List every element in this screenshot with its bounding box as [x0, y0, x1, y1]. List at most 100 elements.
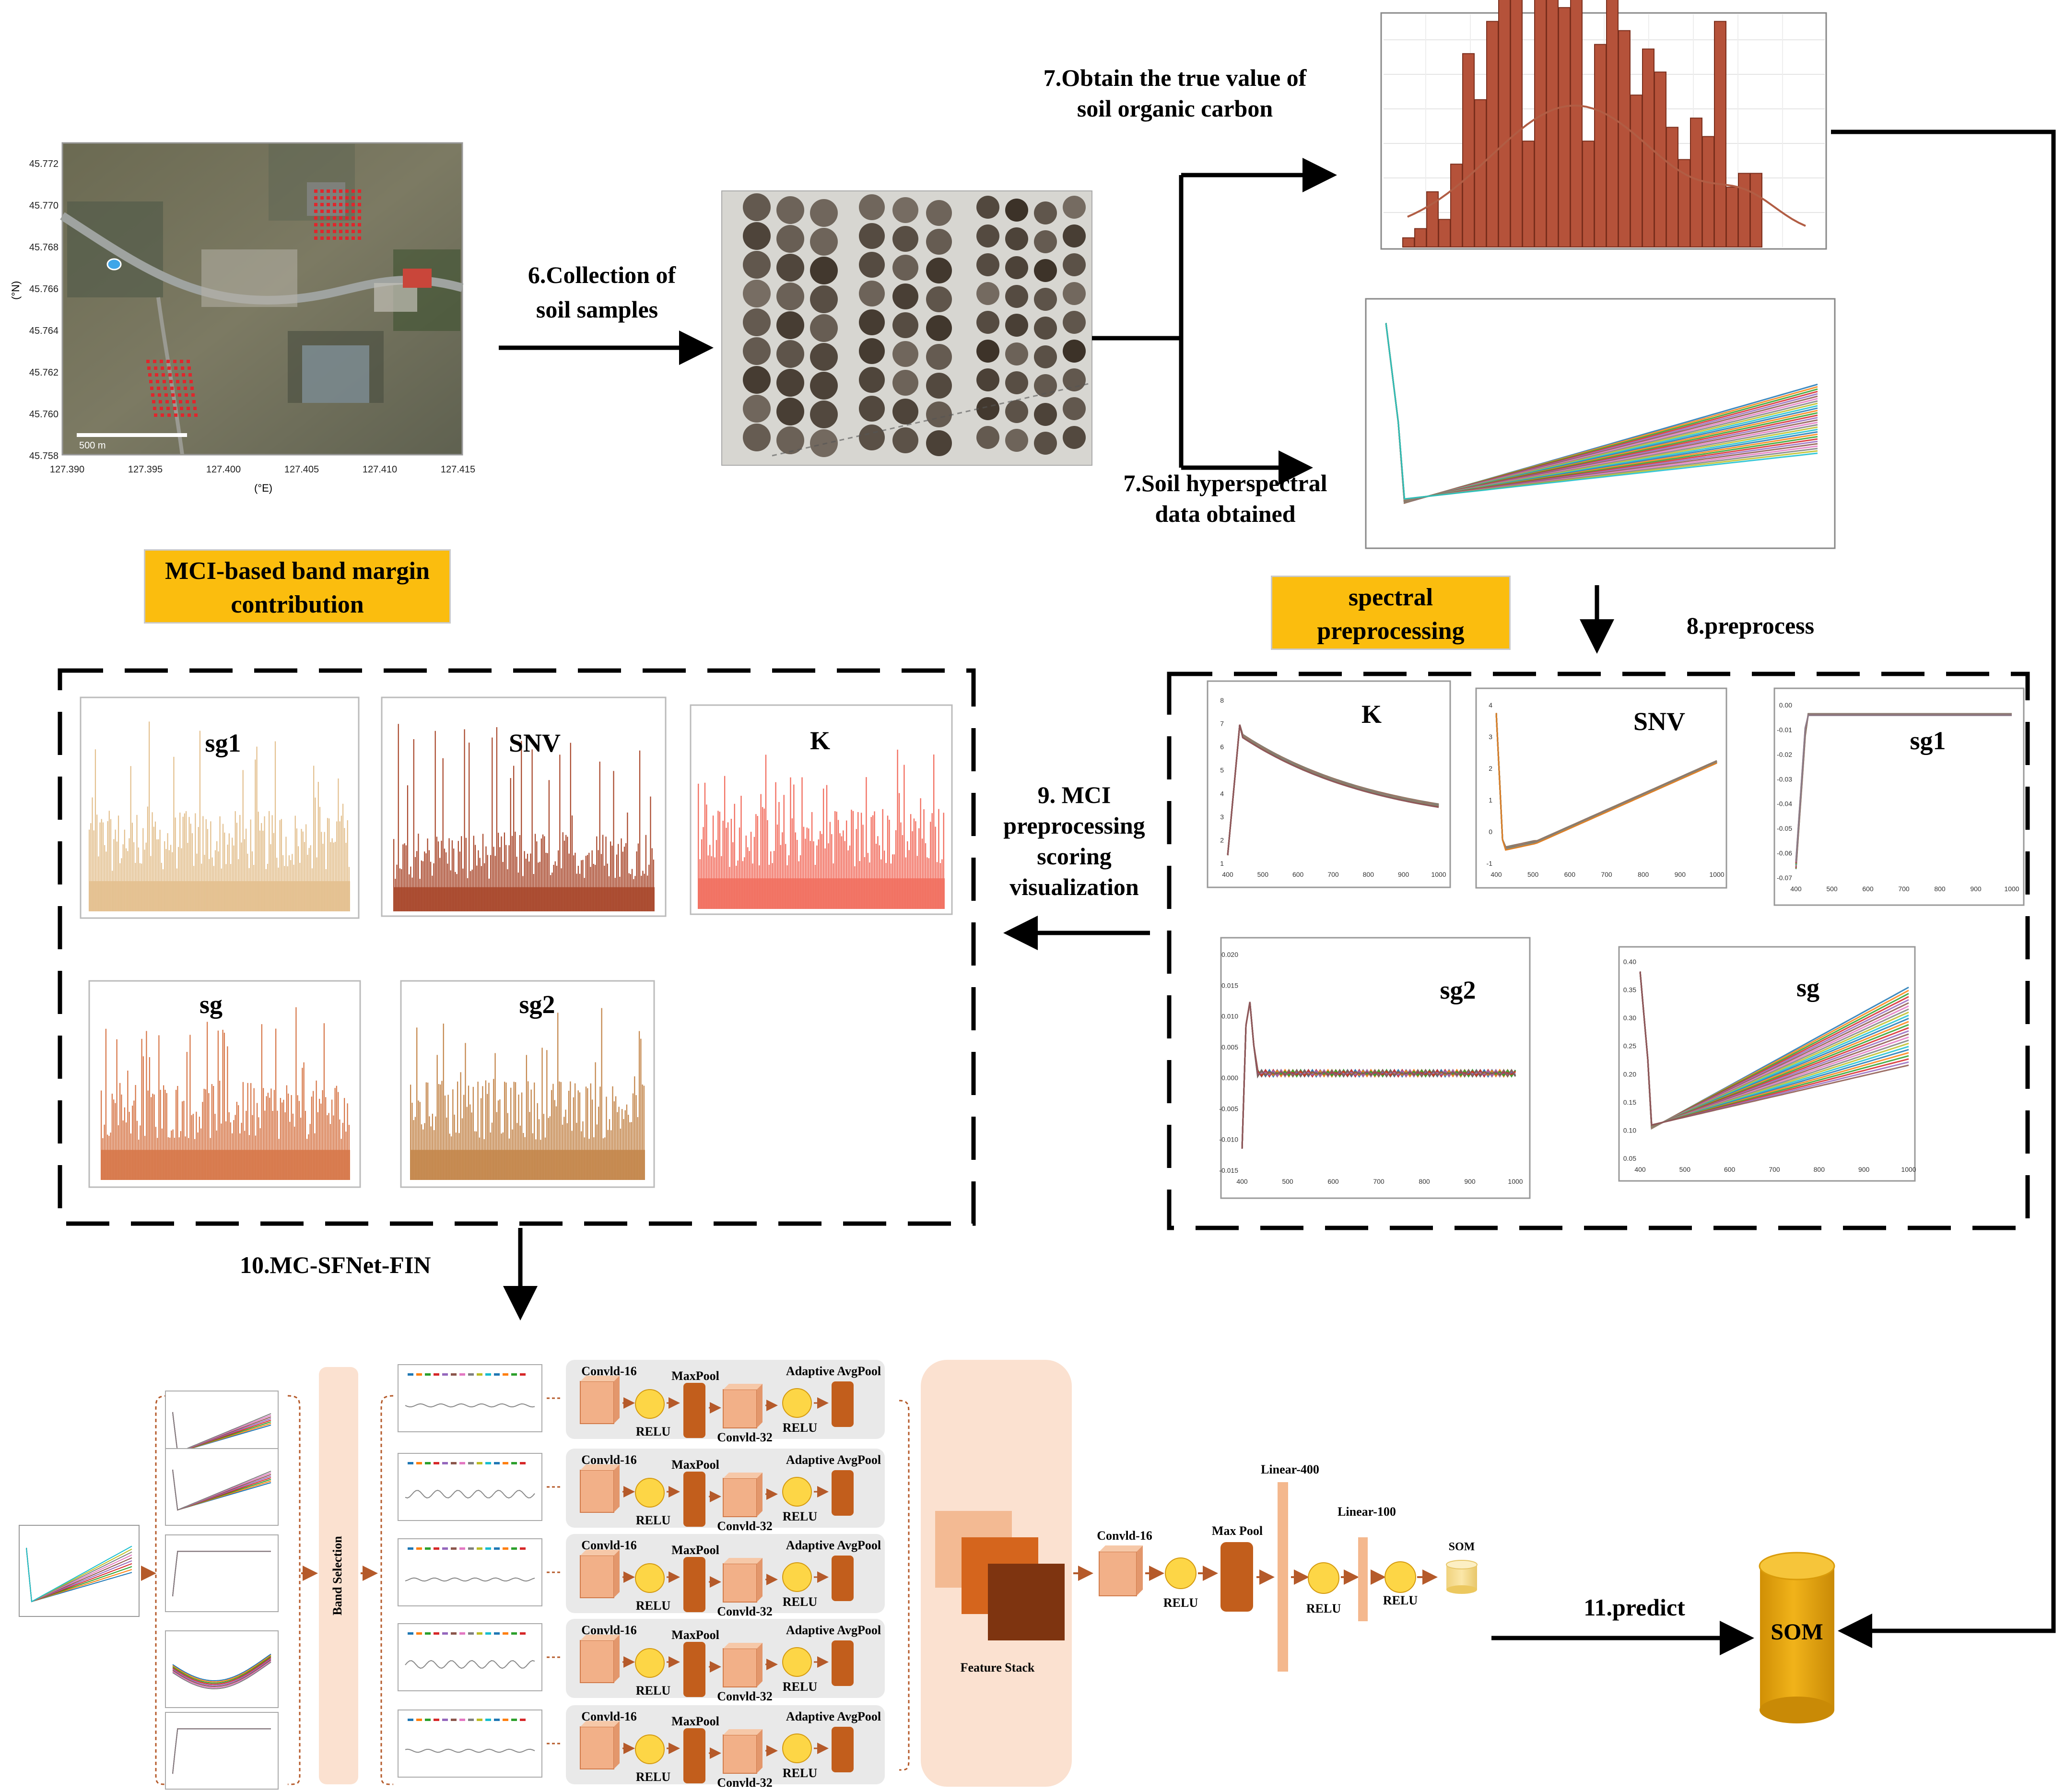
mci-bar	[554, 861, 556, 911]
head-relu-1-label: RELU	[1163, 1596, 1198, 1610]
hist-bar	[1690, 118, 1702, 248]
soil-sample	[859, 424, 885, 450]
y-tick: 5	[1220, 766, 1224, 774]
mci-bar	[477, 1082, 479, 1180]
mci-bar	[640, 1038, 642, 1180]
mci-bar	[250, 1083, 252, 1180]
sample-point	[179, 400, 182, 403]
head-relu-3-label: RELU	[1383, 1593, 1418, 1607]
mci-bar	[132, 1106, 133, 1180]
mci-snv-panel	[381, 696, 667, 917]
mci-bar	[613, 1101, 615, 1180]
mci-bar	[852, 811, 854, 909]
mci-bar	[563, 1117, 565, 1180]
sample-point	[192, 400, 196, 403]
x-tick: 1000	[1431, 871, 1446, 878]
soil-sample	[776, 311, 804, 339]
sample-point	[189, 380, 193, 383]
x-tick: 800	[1419, 1178, 1430, 1185]
sample-point	[159, 400, 162, 403]
mci-bar	[494, 856, 496, 911]
x-tick: 900	[1398, 871, 1409, 878]
mci-bar	[745, 836, 747, 909]
mci-bar	[440, 1084, 441, 1180]
mci-bar	[637, 843, 639, 911]
mci-bar	[113, 839, 115, 911]
soil-sample	[810, 199, 838, 227]
hist-bar	[1486, 21, 1499, 248]
mci-bar	[270, 844, 271, 911]
soil-sample	[776, 369, 804, 397]
relu-node	[782, 1647, 812, 1677]
hist-bar	[1666, 127, 1678, 248]
mci-bar	[530, 853, 531, 911]
sample-point	[194, 413, 198, 417]
mci-bar	[286, 1085, 288, 1180]
mci-bar	[269, 811, 270, 911]
mci-bar	[763, 808, 765, 909]
mci-bar-base	[101, 1150, 350, 1180]
som-label: SOM	[1771, 1619, 1823, 1645]
mci-bar	[432, 1113, 434, 1180]
hist-bar	[1546, 0, 1559, 248]
mci-bar	[482, 834, 484, 911]
soil-sample	[859, 309, 885, 335]
adaptive-pool-block	[832, 1727, 854, 1772]
mci-bar	[195, 813, 196, 911]
conv16-block	[580, 1555, 614, 1598]
mci-bar	[461, 1118, 463, 1180]
mci-bar	[606, 1096, 607, 1180]
mci-bar	[160, 1090, 161, 1180]
soil-sample	[810, 401, 838, 428]
mci-bar	[331, 838, 333, 911]
mci-bar	[882, 809, 883, 909]
mci-bar	[534, 1082, 535, 1180]
band-marker	[416, 1462, 422, 1464]
soil-sample	[1005, 314, 1028, 337]
sample-point	[352, 210, 355, 213]
mci-bar	[615, 1096, 617, 1180]
soil-sample	[1034, 403, 1057, 426]
band-marker	[485, 1373, 491, 1376]
mci-bar	[933, 755, 935, 909]
mci-bar	[468, 1085, 469, 1180]
spectral-preprocessing-box: spectral preprocessing	[1271, 576, 1511, 650]
mci-bar	[149, 1057, 151, 1180]
adaptive-pool-block	[832, 1381, 854, 1427]
sample-point	[352, 196, 355, 200]
sample-point	[333, 196, 336, 200]
mci-bar	[552, 1084, 554, 1180]
step-6-line2: soil samples	[536, 296, 658, 323]
maxpool-block	[683, 1383, 705, 1438]
relu-label: RELU	[783, 1509, 817, 1523]
mci-bar	[267, 1093, 269, 1180]
mci-bar	[145, 842, 147, 911]
x-tick: 600	[1564, 871, 1576, 878]
linear-400-block	[1278, 1482, 1288, 1672]
mci-bar	[730, 819, 732, 909]
y-tick: -0.005	[1219, 1105, 1238, 1112]
hist-bar	[1750, 173, 1762, 248]
mci-bar	[900, 822, 902, 909]
soil-sample	[776, 340, 804, 368]
soil-sample	[1005, 400, 1028, 423]
maxpool-block	[683, 1557, 705, 1612]
mci-bar	[223, 1033, 225, 1180]
conv16-side	[614, 1721, 620, 1769]
mci-bar	[515, 1082, 516, 1180]
mci-bar	[196, 1111, 197, 1180]
x-tick: 600	[1862, 885, 1874, 893]
x-tick: 500	[1527, 871, 1539, 878]
soil-sample	[859, 396, 885, 422]
mci-bar	[818, 839, 820, 909]
mci-bar	[315, 797, 316, 911]
mci-bar	[413, 739, 414, 911]
soil-sample	[1063, 196, 1086, 219]
mci-bar	[342, 803, 344, 911]
band-marker	[503, 1373, 508, 1376]
mci-bar	[938, 809, 939, 909]
mci-bar	[582, 860, 584, 911]
mci-bar	[202, 1102, 203, 1180]
